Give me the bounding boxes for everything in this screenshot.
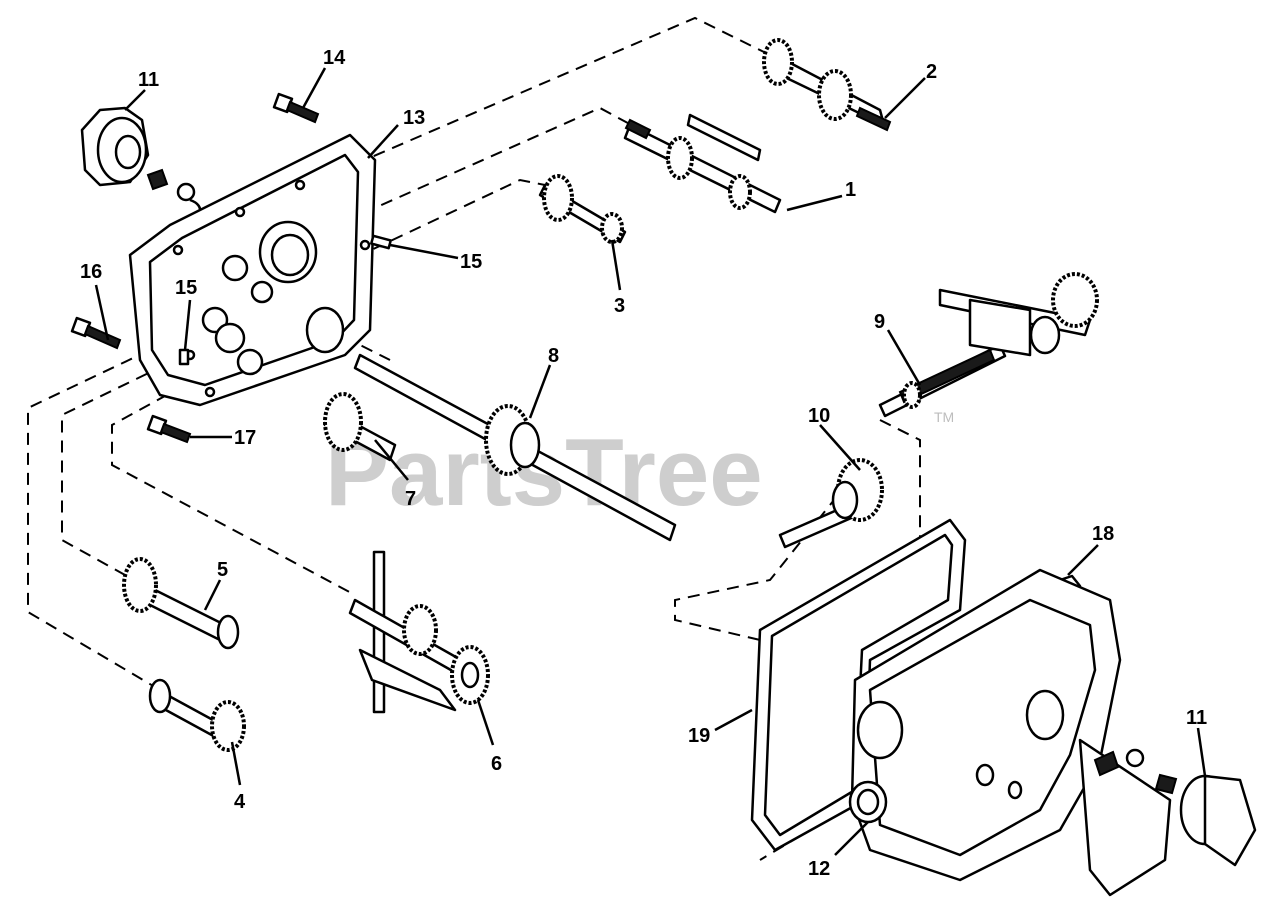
- part-2-shaft: [762, 38, 892, 132]
- callout-7: 7: [405, 488, 416, 510]
- callout-17: 17: [234, 427, 256, 449]
- callout-15-left: 15: [175, 277, 197, 299]
- guide-line-3: [264, 178, 546, 301]
- callout-5: 5: [217, 559, 228, 581]
- guide-line-9: [879, 419, 921, 610]
- leader-lines: [94, 67, 1207, 856]
- part-14-bolt: [272, 92, 320, 124]
- callout-19: 19: [688, 725, 710, 747]
- guide-line-5: [61, 364, 166, 576]
- callout-3: 3: [614, 295, 625, 317]
- part-16-bolt: [70, 316, 122, 350]
- guide-line-19: [674, 479, 851, 641]
- callout-labels: 1 2 3 4 5 6 7 8 9 10 11 11 12 13 14 15 1…: [80, 47, 1207, 880]
- callout-11-upper: 11: [138, 69, 159, 91]
- callout-15-right: 15: [460, 251, 482, 273]
- part-8-output-shaft: [353, 353, 677, 542]
- guide-line-4: [27, 349, 161, 691]
- callout-9: 9: [874, 311, 885, 333]
- callout-13: 13: [403, 107, 425, 129]
- part-6-shift-assembly: [348, 550, 490, 714]
- part-12-seal: [848, 780, 888, 824]
- part-9-worm-shaft: [878, 272, 1099, 418]
- part-13-left-housing: [128, 133, 377, 407]
- callout-6: 6: [491, 753, 502, 775]
- part-1-shift-shaft: [623, 113, 782, 214]
- callout-14: 14: [323, 47, 346, 69]
- callout-1: 1: [845, 179, 856, 201]
- callout-12: 12: [808, 858, 830, 880]
- part-15-pin-left: [178, 348, 190, 366]
- part-4-shaft: [148, 678, 246, 752]
- part-10-gear-shaft: [778, 458, 884, 549]
- guide-line-6: [111, 384, 356, 596]
- callout-11-lower: 11: [1186, 707, 1207, 729]
- callout-8: 8: [548, 345, 559, 367]
- right-housing: [850, 568, 1172, 897]
- part-15-pin-right: [370, 234, 392, 250]
- watermark-trademark: TM: [934, 409, 954, 425]
- part-11-cap-lower: [1125, 748, 1257, 867]
- callout-4: 4: [234, 791, 246, 813]
- part-3-shaft: [538, 174, 627, 244]
- callout-18: 18: [1092, 523, 1114, 545]
- callout-16: 16: [80, 261, 102, 283]
- callout-2: 2: [926, 61, 937, 83]
- part-5-shaft: [122, 557, 240, 650]
- part-11-cap-upper: [80, 106, 202, 215]
- callout-10: 10: [808, 405, 830, 427]
- part-17-bolt: [146, 414, 192, 444]
